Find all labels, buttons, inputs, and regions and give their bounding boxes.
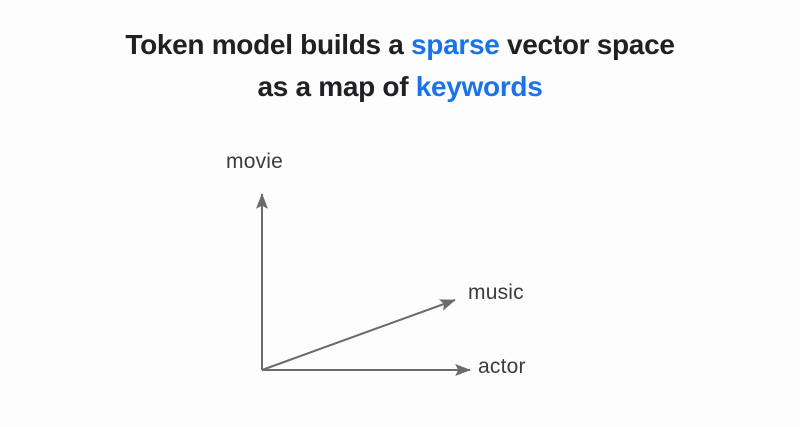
vector-space-diagram: movie music actor bbox=[180, 140, 620, 405]
axis-label-actor: actor bbox=[478, 355, 526, 378]
title-highlight-sparse: sparse bbox=[411, 29, 500, 60]
title-line-1-prefix: Token model builds a bbox=[125, 29, 412, 60]
axis-label-movie: movie bbox=[226, 150, 284, 173]
title-line-2-prefix: as a map of bbox=[257, 71, 416, 102]
title-line-2: as a map of keywords bbox=[0, 66, 800, 108]
title-line-1-suffix: vector space bbox=[499, 29, 675, 60]
page-title: Token model builds a sparse vector space… bbox=[0, 24, 800, 108]
axis-line-music bbox=[261, 299, 456, 371]
title-highlight-keywords: keywords bbox=[415, 71, 543, 102]
axes-svg bbox=[255, 193, 471, 376]
axis-label-music: music bbox=[468, 281, 524, 304]
title-line-1: Token model builds a sparse vector space bbox=[0, 24, 800, 66]
